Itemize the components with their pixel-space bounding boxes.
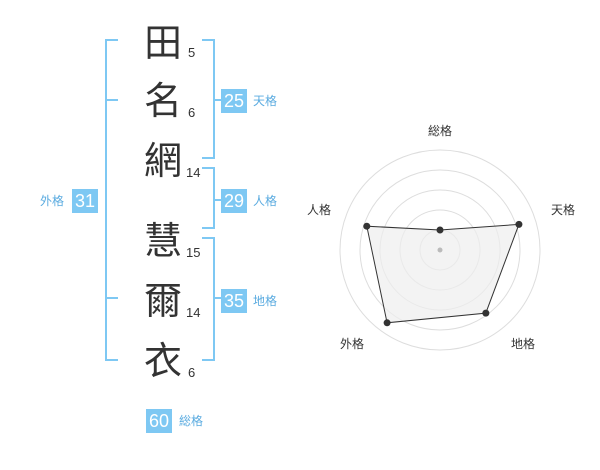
stroke-count-3: 14 (186, 165, 201, 180)
stroke-count-1: 5 (188, 45, 196, 60)
jinkaku-label: 人格 (253, 194, 278, 208)
radar-label-gaikaku: 外格 (340, 337, 365, 351)
tenkaku-label: 天格 (253, 94, 278, 108)
name-char-2: 名 (143, 79, 182, 123)
jinkaku-value-badge: 29 (221, 189, 248, 213)
gaikaku-bracket (105, 39, 118, 361)
radar-point-4 (383, 319, 391, 327)
chikaku-label: 地格 (253, 294, 278, 308)
radar-center-dot (437, 247, 443, 253)
radar-polygon (366, 223, 520, 324)
name-char-6: 衣 (143, 339, 182, 383)
gaikaku-value-badge: 31 (72, 189, 99, 213)
radar-label-jinkaku: 人格 (307, 203, 332, 217)
soukaku-label: 総格 (179, 414, 204, 428)
radar-grid-ring (359, 169, 521, 331)
name-char-1: 田 (143, 21, 182, 65)
radar-point-1 (436, 226, 444, 234)
name-char-5: 爾 (143, 279, 182, 323)
radar-label-tenkaku: 天格 (551, 203, 576, 217)
gaikaku-label: 外格 (40, 194, 65, 208)
tenkaku-value-badge: 25 (221, 89, 248, 113)
name-char-3: 網 (143, 139, 182, 183)
stroke-count-6: 6 (188, 365, 196, 380)
radar-point-2 (515, 220, 523, 228)
chikaku-value-badge: 35 (221, 289, 248, 313)
radar-point-3 (482, 309, 490, 317)
soukaku-value-badge: 60 (146, 409, 173, 433)
radar-point-5 (363, 222, 371, 230)
stroke-count-5: 14 (186, 305, 201, 320)
radar-label-soukaku: 総格 (428, 124, 453, 138)
jinkaku-bracket (202, 167, 215, 229)
stroke-count-4: 15 (186, 245, 201, 260)
radar-label-chikaku: 地格 (511, 337, 536, 351)
stroke-count-2: 6 (188, 105, 196, 120)
name-char-4: 慧 (143, 219, 182, 263)
